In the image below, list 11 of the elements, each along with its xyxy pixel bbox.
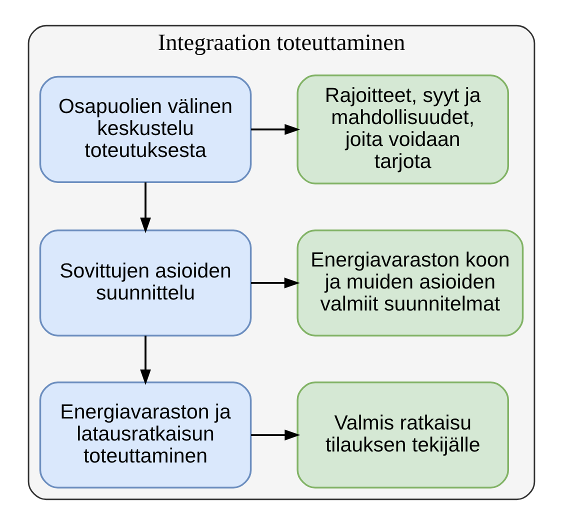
node-box: Energiavaraston koon ja muiden asioiden valmiit suunnitelmat <box>296 229 524 336</box>
arrow <box>140 182 150 234</box>
node-box: Sovittujen asioiden suunnittelu <box>38 229 252 336</box>
arrow <box>140 336 150 386</box>
node-box: Rajoitteet, syyt ja mahdollisuudet, joita voidaan tarjota <box>296 74 509 184</box>
arrow <box>250 430 300 440</box>
arrow <box>250 278 300 288</box>
node-box: Valmis ratkaisu tilauksen tekijälle <box>296 382 509 489</box>
arrow <box>250 124 300 135</box>
node-box: Energiavaraston ja latausratkaisun toteuttaminen <box>38 382 252 489</box>
node-box: Osapuolien välinen keskustelu toteutuksesta <box>38 76 252 183</box>
